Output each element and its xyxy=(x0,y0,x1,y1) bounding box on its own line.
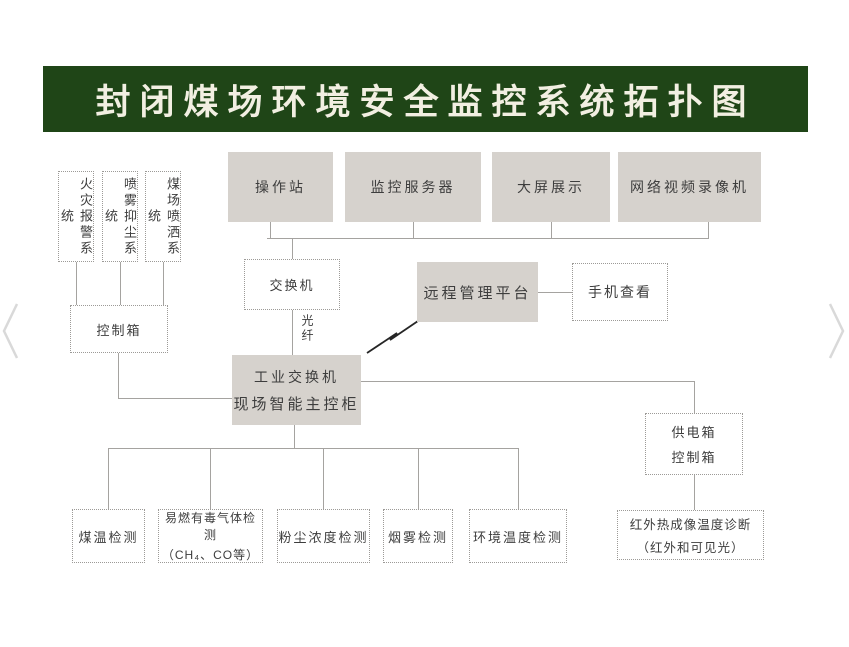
fiber-label: 光纤 xyxy=(299,313,316,345)
node-sublabel: （CH₄、CO等） xyxy=(161,548,260,562)
node-label: 环境温度检测 xyxy=(472,529,563,545)
connector-line xyxy=(323,448,324,509)
node-label: 现场智能主控柜 xyxy=(233,395,360,413)
node-label: 煤场喷洒系统 xyxy=(146,176,180,257)
node-ir-thermal-diagnosis: 红外热成像温度诊断 （红外和可见光） xyxy=(617,510,764,560)
node-fire-alarm-system: 火灾报警系统 xyxy=(58,171,94,262)
node-label: 红外热成像温度诊断 xyxy=(629,518,752,532)
carousel-prev-icon[interactable] xyxy=(1,300,23,362)
node-label: 监控服务器 xyxy=(370,179,456,195)
connector-line xyxy=(538,292,572,293)
node-switch: 交换机 xyxy=(244,259,340,310)
connector-line xyxy=(708,222,709,238)
connector-line xyxy=(551,222,552,238)
connector-line xyxy=(413,222,414,238)
node-coal-temp-detect: 煤温检测 xyxy=(72,509,145,563)
node-label: 供电箱 xyxy=(671,425,717,440)
node-label: 火灾报警系统 xyxy=(59,176,93,257)
connector-line xyxy=(118,398,232,399)
node-label: 手机查看 xyxy=(588,284,652,300)
node-label: 粉尘浓度检测 xyxy=(278,529,369,545)
node-label: 工业交换机 xyxy=(254,368,339,385)
connector-line xyxy=(76,262,77,305)
node-remote-platform: 远程管理平台 xyxy=(417,262,538,322)
connector-line xyxy=(120,262,121,305)
node-control-box: 控制箱 xyxy=(70,305,168,353)
node-label: 操作站 xyxy=(255,179,306,195)
connector-line xyxy=(518,448,519,509)
node-label: 远程管理平台 xyxy=(423,284,532,302)
node-power-control-box: 供电箱 控制箱 xyxy=(645,413,743,475)
connector-line xyxy=(270,222,271,238)
connector-line xyxy=(361,381,694,382)
node-dust-density-detect: 粉尘浓度检测 xyxy=(277,509,370,563)
connector-line xyxy=(108,448,518,449)
node-label: 大屏展示 xyxy=(517,179,585,195)
node-gas-detect: 易燃有毒气体检测 （CH₄、CO等） xyxy=(158,509,263,563)
connector-line xyxy=(267,238,709,239)
node-label: 控制箱 xyxy=(671,450,717,465)
node-label: 煤温检测 xyxy=(78,529,139,545)
node-label: 网络视频录像机 xyxy=(630,179,749,195)
connector-line xyxy=(108,448,109,509)
node-monitor-server: 监控服务器 xyxy=(345,152,481,222)
connector-line xyxy=(163,262,164,305)
node-label: 喷雾抑尘系统 xyxy=(103,176,137,257)
node-nvr: 网络视频录像机 xyxy=(618,152,761,222)
node-label: 交换机 xyxy=(269,278,315,293)
node-mobile-view: 手机查看 xyxy=(572,263,668,321)
connector-line xyxy=(210,448,211,509)
node-operator-station: 操作站 xyxy=(228,152,333,222)
node-main-control-cabinet: 工业交换机 现场智能主控柜 xyxy=(232,355,361,425)
title-banner: 封闭煤场环境安全监控系统拓扑图 xyxy=(43,66,808,132)
node-env-temp-detect: 环境温度检测 xyxy=(469,509,567,563)
carousel-next-icon[interactable] xyxy=(825,300,847,362)
page-title: 封闭煤场环境安全监控系统拓扑图 xyxy=(95,82,756,122)
node-smoke-detect: 烟雾检测 xyxy=(383,509,453,563)
connector-line xyxy=(694,475,695,510)
connector-line xyxy=(694,381,695,413)
node-sublabel: （红外和可见光） xyxy=(636,541,745,555)
node-coal-spray-system: 煤场喷洒系统 xyxy=(145,171,181,262)
connector-line xyxy=(292,310,293,355)
connector-line xyxy=(292,238,293,259)
node-big-screen: 大屏展示 xyxy=(492,152,610,222)
node-label: 控制箱 xyxy=(96,322,142,338)
node-label: 烟雾检测 xyxy=(387,529,448,545)
node-label: 易燃有毒气体检测 xyxy=(164,511,256,542)
connector-line xyxy=(118,353,119,398)
node-spray-dust-system: 喷雾抑尘系统 xyxy=(102,171,138,262)
connector-line xyxy=(294,425,295,448)
connector-line xyxy=(418,448,419,509)
